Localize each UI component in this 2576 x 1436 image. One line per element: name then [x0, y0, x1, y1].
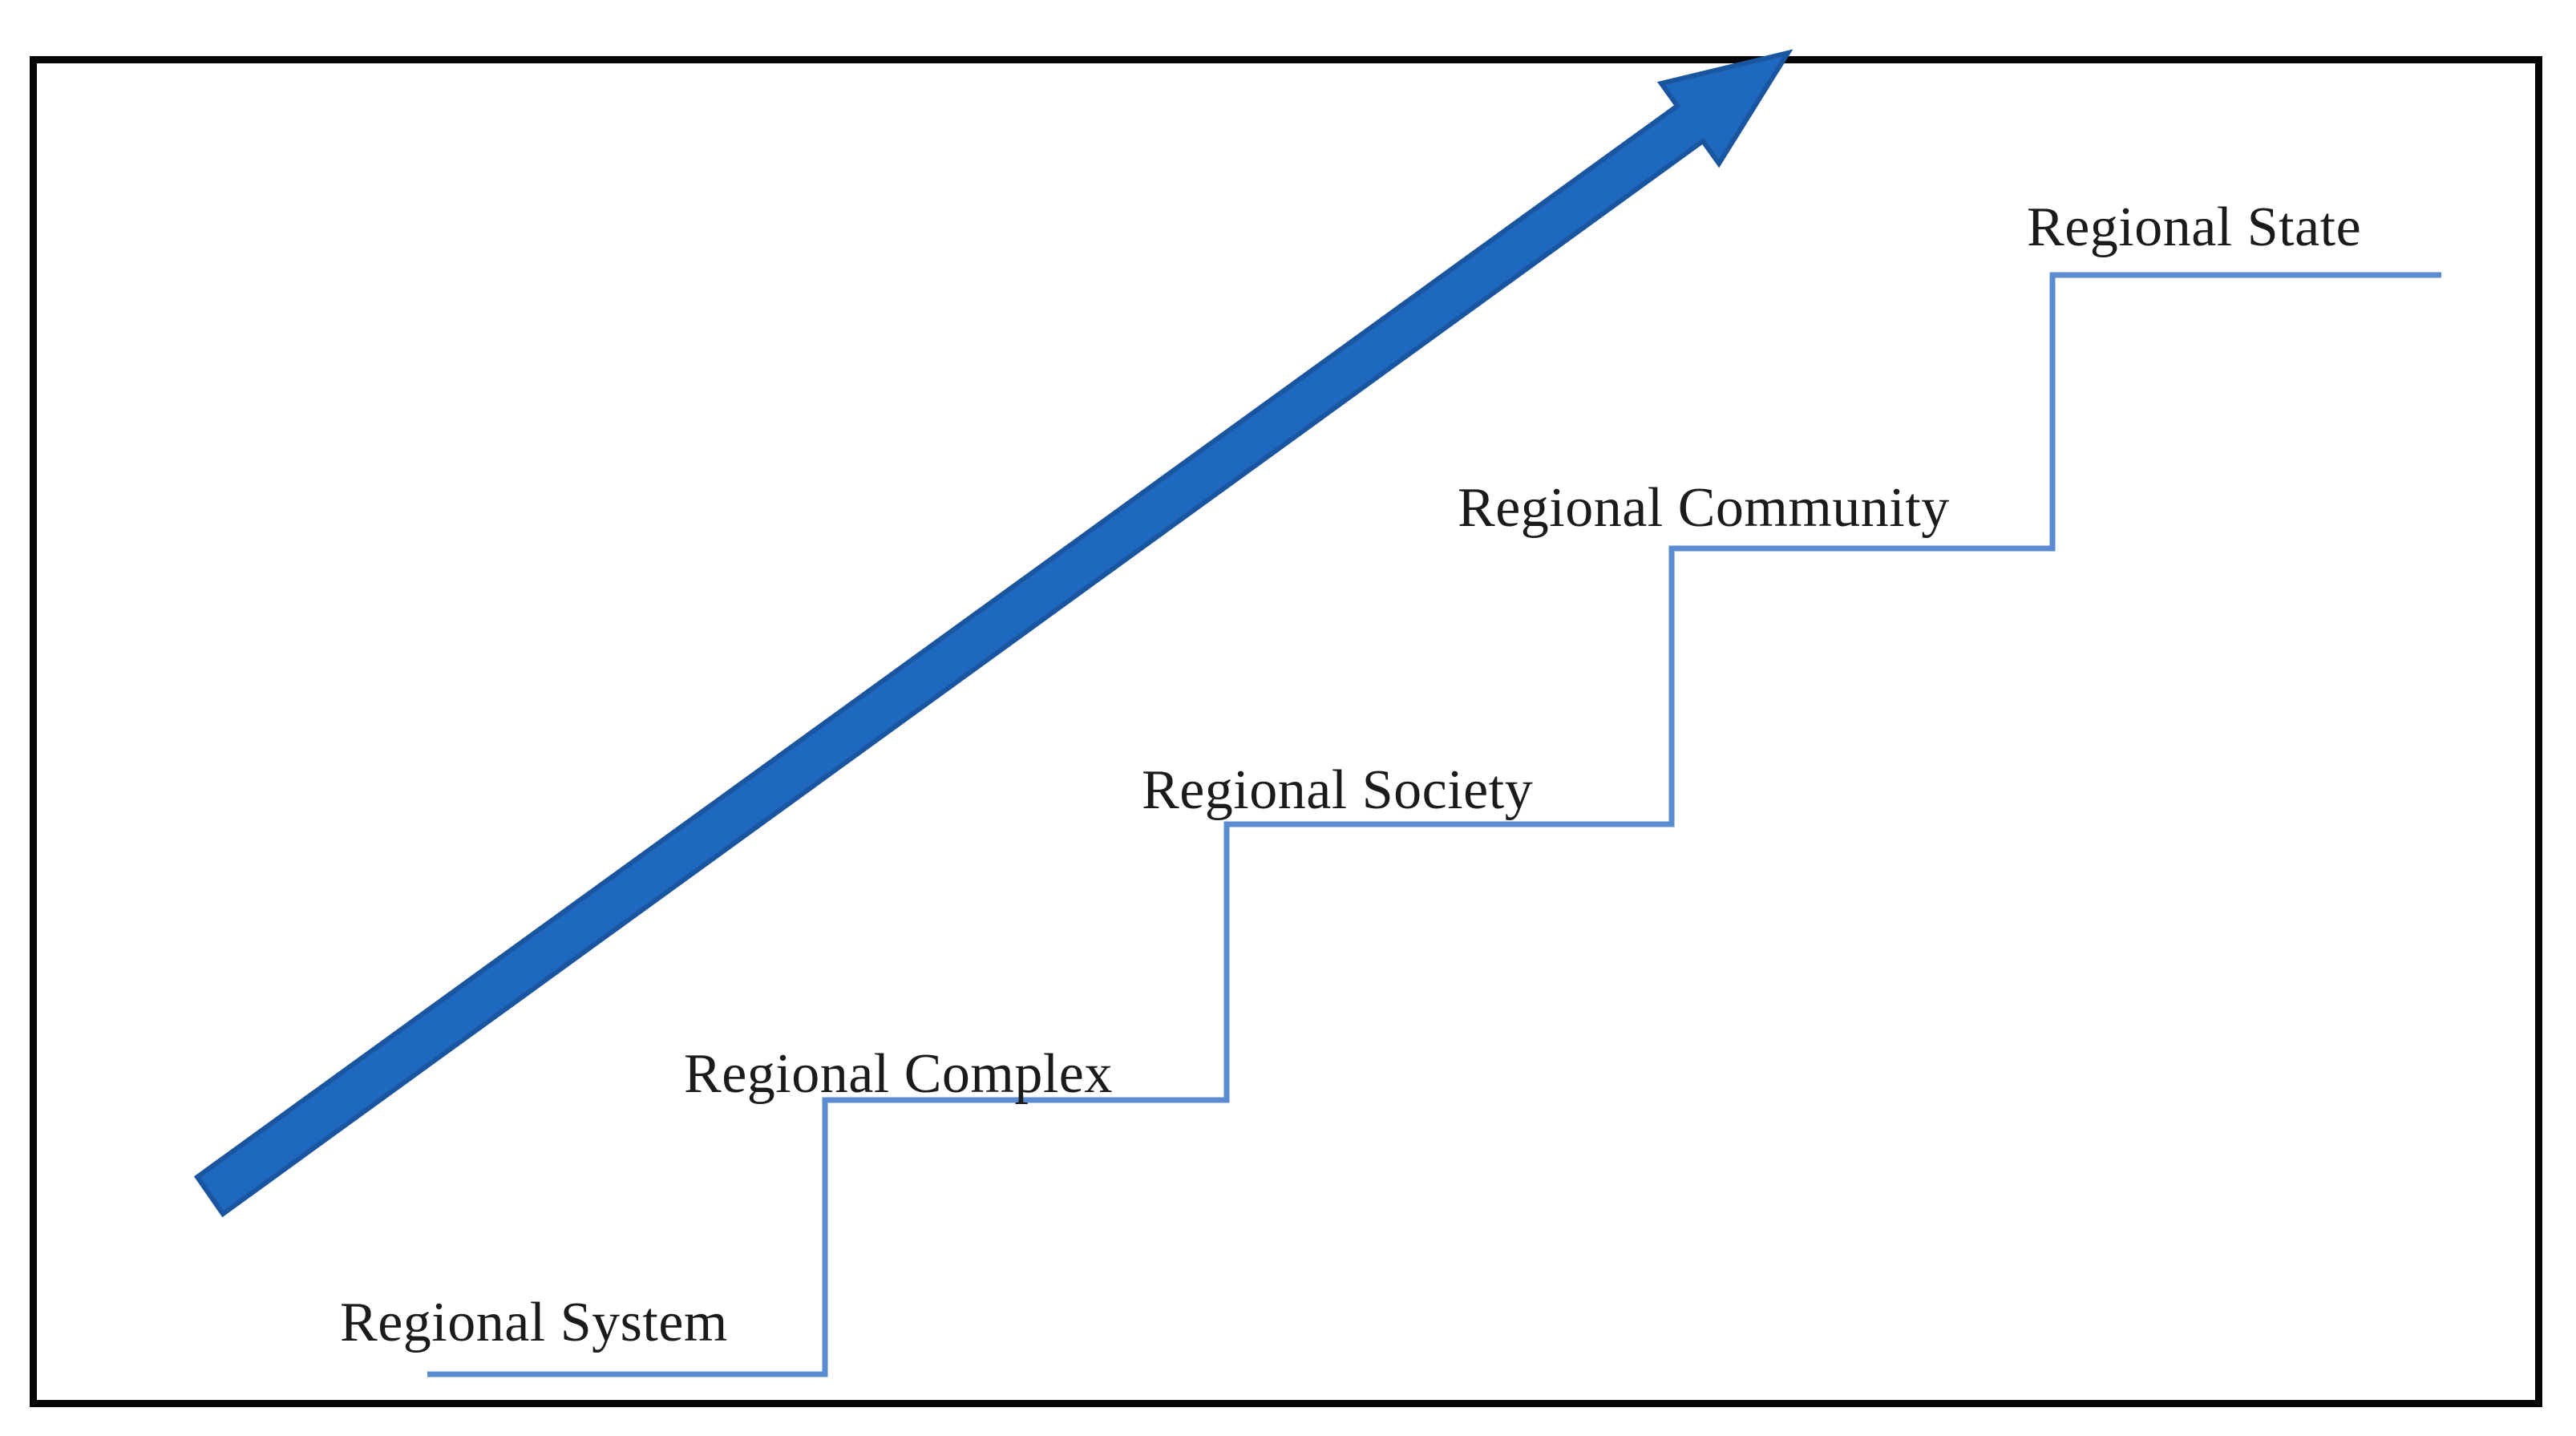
- step-label-regional-society: Regional Society: [1142, 759, 1534, 821]
- diagram-border: [30, 56, 2542, 1407]
- step-label-regional-system: Regional System: [340, 1292, 728, 1353]
- step-label-regional-complex: Regional Complex: [684, 1043, 1113, 1105]
- step-label-regional-state: Regional State: [2027, 196, 2362, 258]
- upward-arrow-icon: [193, 49, 1793, 1218]
- step-label-regional-community: Regional Community: [1458, 477, 1950, 539]
- staircase-line: [427, 272, 2441, 1377]
